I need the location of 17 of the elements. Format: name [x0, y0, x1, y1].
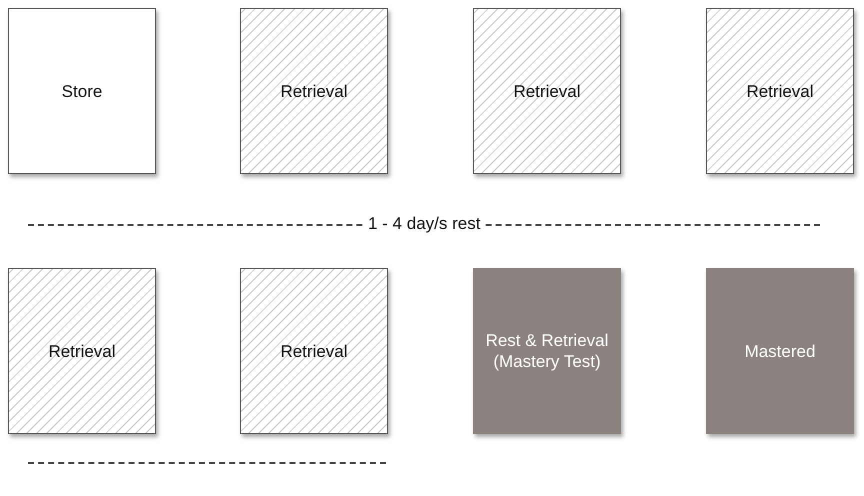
- hatched-step-box: [240, 268, 388, 434]
- hatched-step-box: [473, 8, 621, 174]
- filled-step-box: [473, 268, 621, 434]
- step-label: Rest & Retrieval (Mastery Test): [484, 330, 610, 372]
- rest-period-label: 1 - 4 day/s rest: [364, 214, 484, 234]
- step-label: Store: [60, 80, 104, 102]
- hatched-step-box: [240, 8, 388, 174]
- step-label: Retrieval: [745, 80, 815, 102]
- step-label: Retrieval: [47, 340, 117, 362]
- step-label: Retrieval: [279, 340, 349, 362]
- step-label: Retrieval: [512, 80, 582, 102]
- step-box: [8, 8, 156, 174]
- filled-step-box: [706, 268, 854, 434]
- step-label: Mastered: [744, 340, 816, 362]
- hatched-step-box: [8, 268, 156, 434]
- step-label: Retrieval: [279, 80, 349, 102]
- hatched-step-box: [706, 8, 854, 174]
